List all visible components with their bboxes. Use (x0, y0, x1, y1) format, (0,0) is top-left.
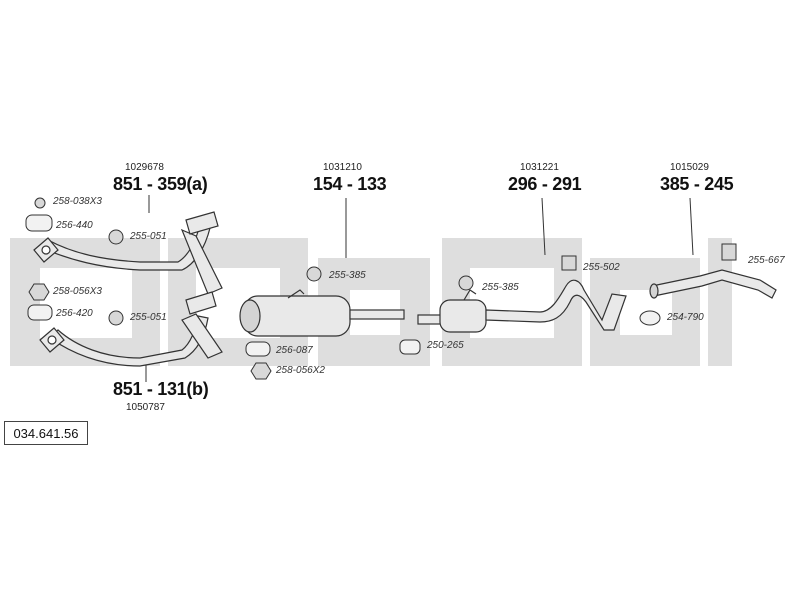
clamp-icon (399, 339, 421, 355)
fitting-label: 256-440 (56, 220, 93, 231)
nut-icon (28, 283, 50, 301)
gasket-icon (25, 214, 53, 232)
center-silencer (239, 289, 405, 337)
assembly-ref-rear: 1015029 (670, 162, 709, 173)
fitting-label: 255-385 (482, 282, 519, 293)
middle-silencer (417, 279, 627, 333)
fitting-label: 256-087 (276, 345, 313, 356)
part-number-front-b: 851 - 131(b) (113, 379, 209, 399)
clamp-icon (639, 310, 661, 326)
part-number-center: 154 - 133 (313, 174, 387, 194)
rubber-mount-icon (458, 275, 474, 291)
nut-icon (34, 197, 46, 209)
rubber-mount-icon (108, 310, 124, 326)
fitting-label: 258-056X2 (276, 365, 325, 376)
assembly-ref-middle: 1031221 (520, 162, 559, 173)
fitting-label: 256-420 (56, 308, 93, 319)
bracket-icon (721, 243, 737, 261)
rubber-mount-icon (108, 229, 124, 245)
gasket-icon (27, 304, 53, 321)
fitting-label: 250-265 (427, 340, 464, 351)
assembly-ref-front-a: 1029678 (125, 162, 164, 173)
fitting-label: 255-667 (748, 255, 785, 266)
nut-icon (250, 362, 272, 380)
rear-pipe (649, 269, 777, 299)
front-pipe-a (33, 211, 223, 295)
fitting-label: 255-502 (583, 262, 620, 273)
fitting-label: 254-790 (667, 312, 704, 323)
fitting-label: 255-051 (130, 312, 167, 323)
fitting-label: 255-385 (329, 270, 366, 281)
part-number-front-a: 851 - 359(a) (113, 174, 208, 194)
rubber-mount-icon (306, 266, 322, 282)
front-pipe-b (39, 291, 223, 367)
gasket-icon (245, 341, 271, 357)
assembly-ref-center: 1031210 (323, 162, 362, 173)
fitting-label: 255-051 (130, 231, 167, 242)
part-number-rear: 385 - 245 (660, 174, 734, 194)
fitting-label: 258-038X3 (53, 196, 102, 207)
leader-lines (145, 195, 694, 382)
part-number-middle: 296 - 291 (508, 174, 582, 194)
diagram-code: 034.641.56 (4, 421, 88, 445)
bracket-icon (561, 255, 577, 271)
fitting-label: 258-056X3 (53, 286, 102, 297)
assembly-ref-front-b: 1050787 (126, 402, 165, 413)
